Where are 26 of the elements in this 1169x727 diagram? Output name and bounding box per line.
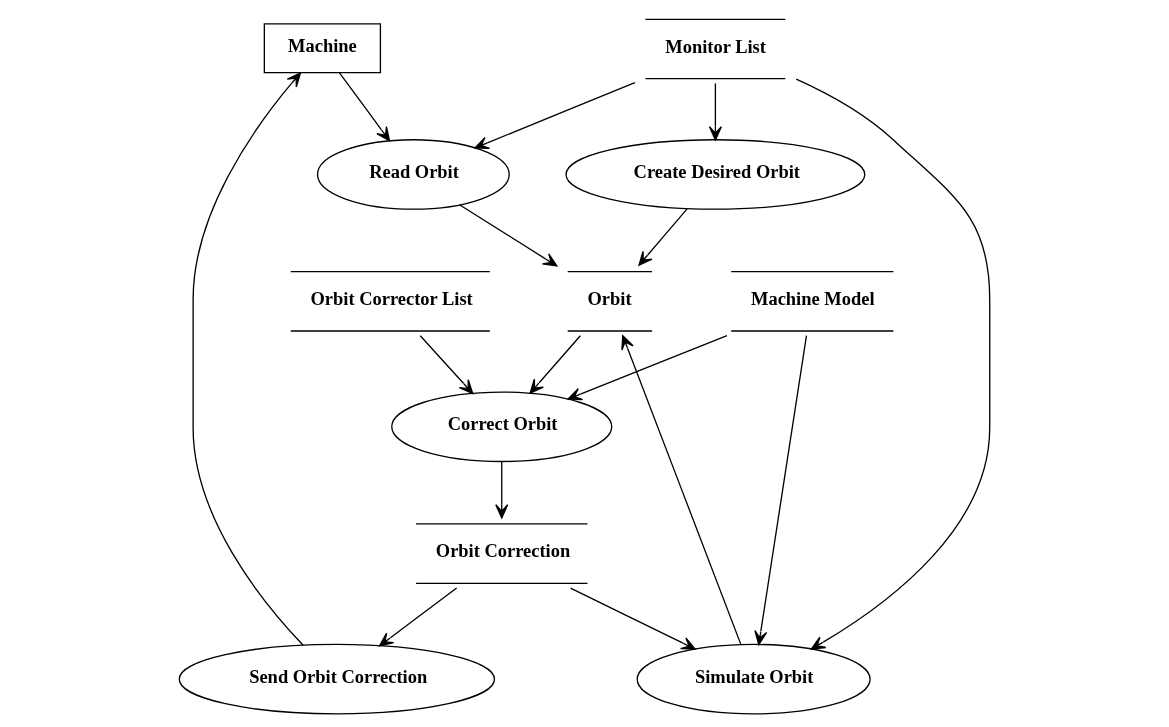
node-ellipse: Send Orbit Correction bbox=[178, 643, 496, 715]
arrow bbox=[529, 335, 581, 394]
node-text: Orbit bbox=[587, 288, 632, 309]
node-text: Machine Model bbox=[751, 288, 875, 309]
node-ellipse: Correct Orbit bbox=[391, 391, 613, 463]
arrow bbox=[567, 335, 728, 401]
arrow bbox=[338, 72, 391, 142]
arrow bbox=[419, 335, 474, 395]
arrow bbox=[621, 335, 742, 646]
arrow bbox=[638, 208, 688, 266]
arrow bbox=[495, 461, 509, 519]
node-text: Orbit Correction bbox=[435, 541, 571, 562]
arrow bbox=[378, 587, 458, 647]
node-ellipse: Create Desired Orbit bbox=[565, 139, 866, 210]
node-text: Monitor List bbox=[665, 36, 766, 57]
arrow bbox=[474, 81, 636, 150]
arrow bbox=[458, 204, 558, 267]
arrow bbox=[569, 587, 696, 650]
arrow bbox=[192, 72, 304, 646]
arrow bbox=[795, 78, 991, 650]
node-text: Orbit Corrector List bbox=[310, 288, 473, 309]
node-ellipse: Read Orbit bbox=[316, 139, 510, 210]
arrow bbox=[708, 82, 722, 141]
arrow bbox=[754, 335, 808, 646]
node-ellipse: Simulate Orbit bbox=[636, 643, 871, 715]
node-box: Machine bbox=[263, 23, 382, 74]
